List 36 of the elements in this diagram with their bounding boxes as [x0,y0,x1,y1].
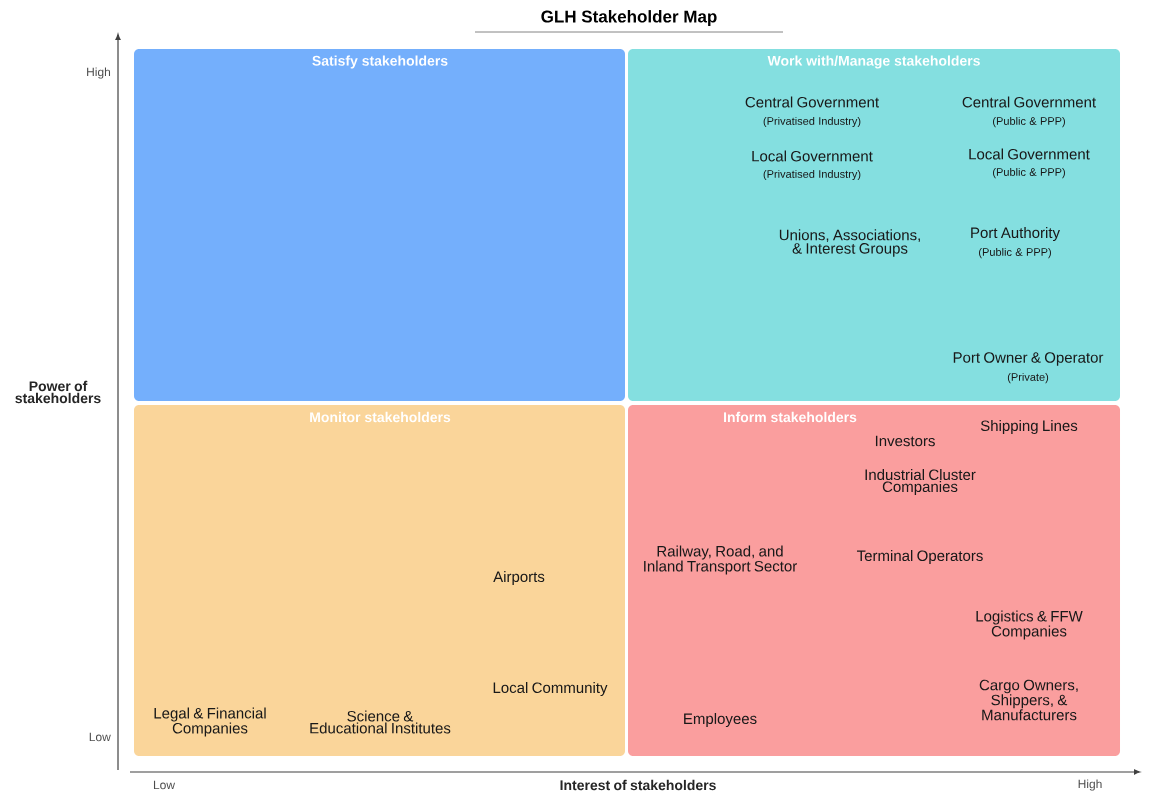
stakeholder-subtitle: (Public & PPP) [993,167,1065,179]
stakeholder-label: Airports [493,571,545,585]
stakeholder-label: Terminal Operators [857,550,983,564]
stakeholder-label: Port Authority [971,227,1060,241]
axis-tick-label: Low [89,732,111,742]
stakeholder-label: Central Government [745,96,879,108]
stakeholder-label: Central Government [962,96,1096,108]
stakeholder-subtitle: (Public & PPP) [993,116,1065,128]
axis-tick-label: High [87,67,110,79]
stakeholder-label: Employees [684,713,757,727]
stakeholder-label: Science & Educational Institutes [310,710,451,734]
stakeholder-label: Industrial Cluster Companies [865,469,976,495]
quadrant-heading: Work with/Manage stakeholders [767,55,980,69]
stakeholder-label: Local Government [752,150,873,162]
axis-title: Power of stakeholders [15,380,101,404]
stakeholder-label: Shipping Lines [980,420,1078,434]
quadrant-heading: Inform stakeholders [724,411,857,423]
axis-tick-label: Low [154,780,176,790]
axis-title: Interest of stakeholders [560,779,716,791]
stakeholder-subtitle: (Private) [1007,372,1049,384]
stakeholder-subtitle: (Public & PPP) [979,247,1051,259]
stakeholder-label: Unions, Associations, & Interest Groups [779,229,920,257]
stakeholder-label: Cargo Owners, Shippers, & Manufacturers [979,679,1078,721]
stakeholder-label: Legal & Financial Companies [154,707,266,737]
stakeholder-label: Investors [875,435,935,447]
quadrant-heading: Satisfy stakeholders [312,55,448,69]
title: GLH Stakeholder Map [474,10,784,33]
stakeholder-subtitle: (Privatised Industry) [763,169,861,181]
stakeholder-label: Port Owner & Operator [953,352,1104,366]
stakeholder-subtitle: (Privatised Industry) [763,116,861,128]
stakeholder-label: Railway, Road, and Inland Transport Sector [644,545,797,575]
quadrant-heading: Monitor stakeholders [310,411,451,423]
stakeholder-label: Local Government [969,148,1090,160]
stakeholder-label: Local Community [493,682,608,696]
stakeholder-label: Logistics & FFW Companies [976,610,1083,640]
axis-tick-label: High [1078,779,1102,791]
